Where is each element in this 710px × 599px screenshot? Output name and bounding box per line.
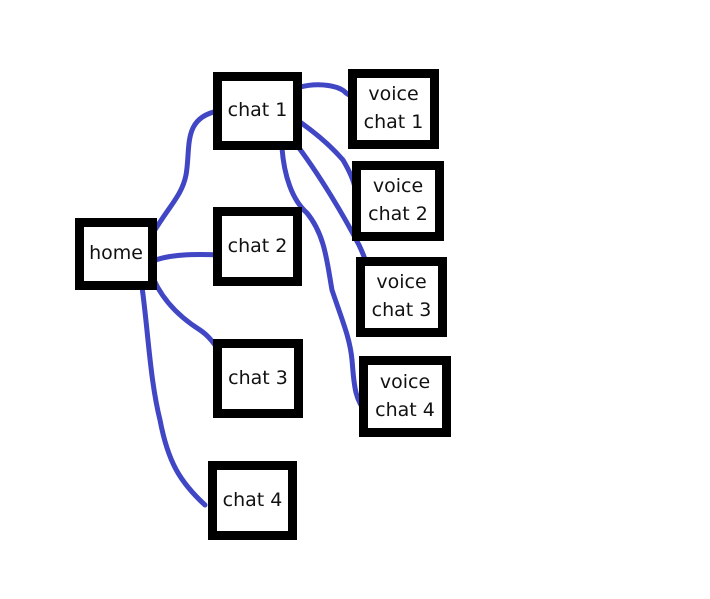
connector-home-chat4 <box>139 284 208 508</box>
chat-4-node[interactable]: chat 4 <box>208 461 297 540</box>
voice-chat-3-line1: voice <box>376 271 427 294</box>
voice-chat-3-node-text: voice chat 3 <box>372 269 432 324</box>
chat-2-node-label: chat 2 <box>227 234 288 257</box>
chat-3-node[interactable]: chat 3 <box>213 339 303 418</box>
chat-4-node-label: chat 4 <box>222 488 283 511</box>
connector-chat1-voice4 <box>279 145 370 416</box>
voice-chat-1-node[interactable]: voice chat 1 <box>348 69 439 149</box>
voice-chat-1-node-text: voice chat 1 <box>364 81 424 136</box>
connector-home-chat1 <box>150 108 221 236</box>
voice-chat-3-node[interactable]: voice chat 3 <box>356 257 447 337</box>
connector-chat1-voice1 <box>297 82 358 99</box>
chat-1-node-label: chat 1 <box>227 99 288 122</box>
voice-chat-2-line1: voice <box>372 175 424 198</box>
voice-chat-4-line2: chat 4 <box>375 398 435 421</box>
chat-2-node[interactable]: chat 2 <box>213 207 302 286</box>
voice-chat-4-line1: voice <box>379 370 431 393</box>
voice-chat-4-node-text: voice chat 4 <box>375 369 435 424</box>
connector-home-chat2 <box>150 252 223 264</box>
home-node[interactable]: home <box>75 218 157 290</box>
voice-chat-1-line2: chat 1 <box>363 111 424 133</box>
home-node-label: home <box>89 242 143 265</box>
voice-chat-2-line2: chat 2 <box>368 203 428 225</box>
chat-3-node-label: chat 3 <box>228 366 288 389</box>
voice-chat-1-line1: voice <box>368 83 419 106</box>
voice-chat-4-node[interactable]: voice chat 4 <box>359 356 451 437</box>
voice-chat-2-node[interactable]: voice chat 2 <box>352 161 444 241</box>
voice-chat-3-line2: chat 3 <box>371 299 432 321</box>
voice-chat-2-node-text: voice chat 2 <box>368 173 428 228</box>
chat-1-node[interactable]: chat 1 <box>213 72 302 150</box>
